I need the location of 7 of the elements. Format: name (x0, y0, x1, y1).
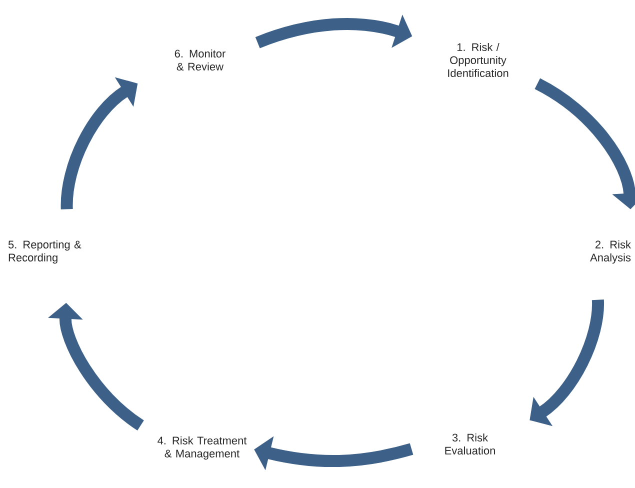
curved-arrow (530, 300, 604, 426)
step-label: 6. Monitor & Review (174, 49, 226, 71)
step-label: 5. Reporting & Recording (8, 240, 82, 264)
step-label: 2. Risk Analysis (590, 240, 631, 264)
step-label: 3. Risk Evaluation (445, 433, 495, 455)
step-label: 4. Risk Treatment & Management (158, 436, 247, 460)
step-label: 1. Risk / Opportunity Identification (448, 42, 508, 78)
